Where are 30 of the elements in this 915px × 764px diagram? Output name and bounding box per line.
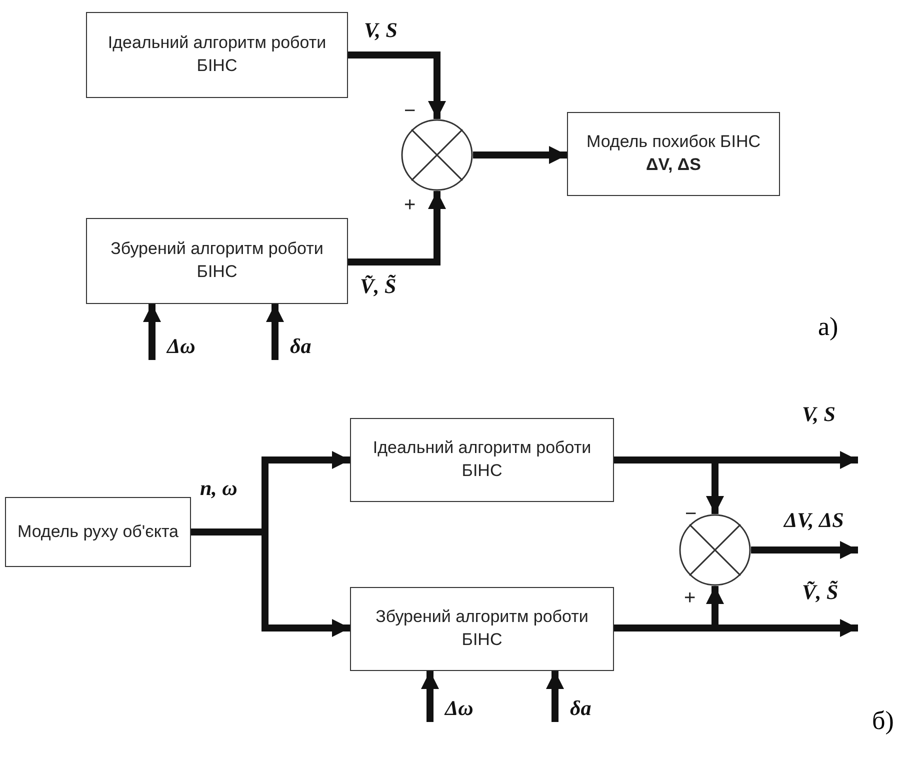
box-label: Ідеальний алгоритм роботи БІНС — [372, 437, 592, 482]
sign-label: − — [404, 100, 416, 123]
arrow — [348, 52, 446, 119]
sign-label: − — [685, 503, 697, 526]
summing-junction — [679, 514, 751, 586]
process-box — [350, 418, 614, 502]
summing-junction — [401, 119, 473, 191]
sign-label: + — [404, 194, 416, 217]
process-box — [350, 587, 614, 671]
arrow — [546, 671, 564, 722]
box-label: Модель похибок БІНС ΔV, ΔS — [586, 131, 762, 176]
panel-label: а) — [818, 312, 838, 342]
box-label: Модель руху об'єкта — [17, 520, 179, 543]
box-label: Збурений алгоритм роботи БІНС — [374, 606, 590, 651]
arrow — [751, 541, 858, 559]
box-label: Збурений алгоритм роботи БІНС — [110, 238, 324, 283]
arrow — [473, 146, 567, 164]
arrow — [143, 304, 161, 360]
box-label: Ідеальний алгоритм роботи БІНС — [106, 32, 328, 77]
process-box — [86, 12, 348, 98]
arrow — [348, 191, 446, 266]
arrow — [421, 671, 439, 722]
process-box — [567, 112, 780, 196]
panel-label: б) — [872, 706, 894, 736]
process-box — [5, 497, 191, 567]
edge-label: Ṽ, S̃ — [358, 274, 398, 299]
edge-label: Ṽ, S̃ — [800, 580, 840, 605]
arrow — [266, 304, 284, 360]
sign-label: + — [684, 587, 696, 610]
process-box — [86, 218, 348, 304]
